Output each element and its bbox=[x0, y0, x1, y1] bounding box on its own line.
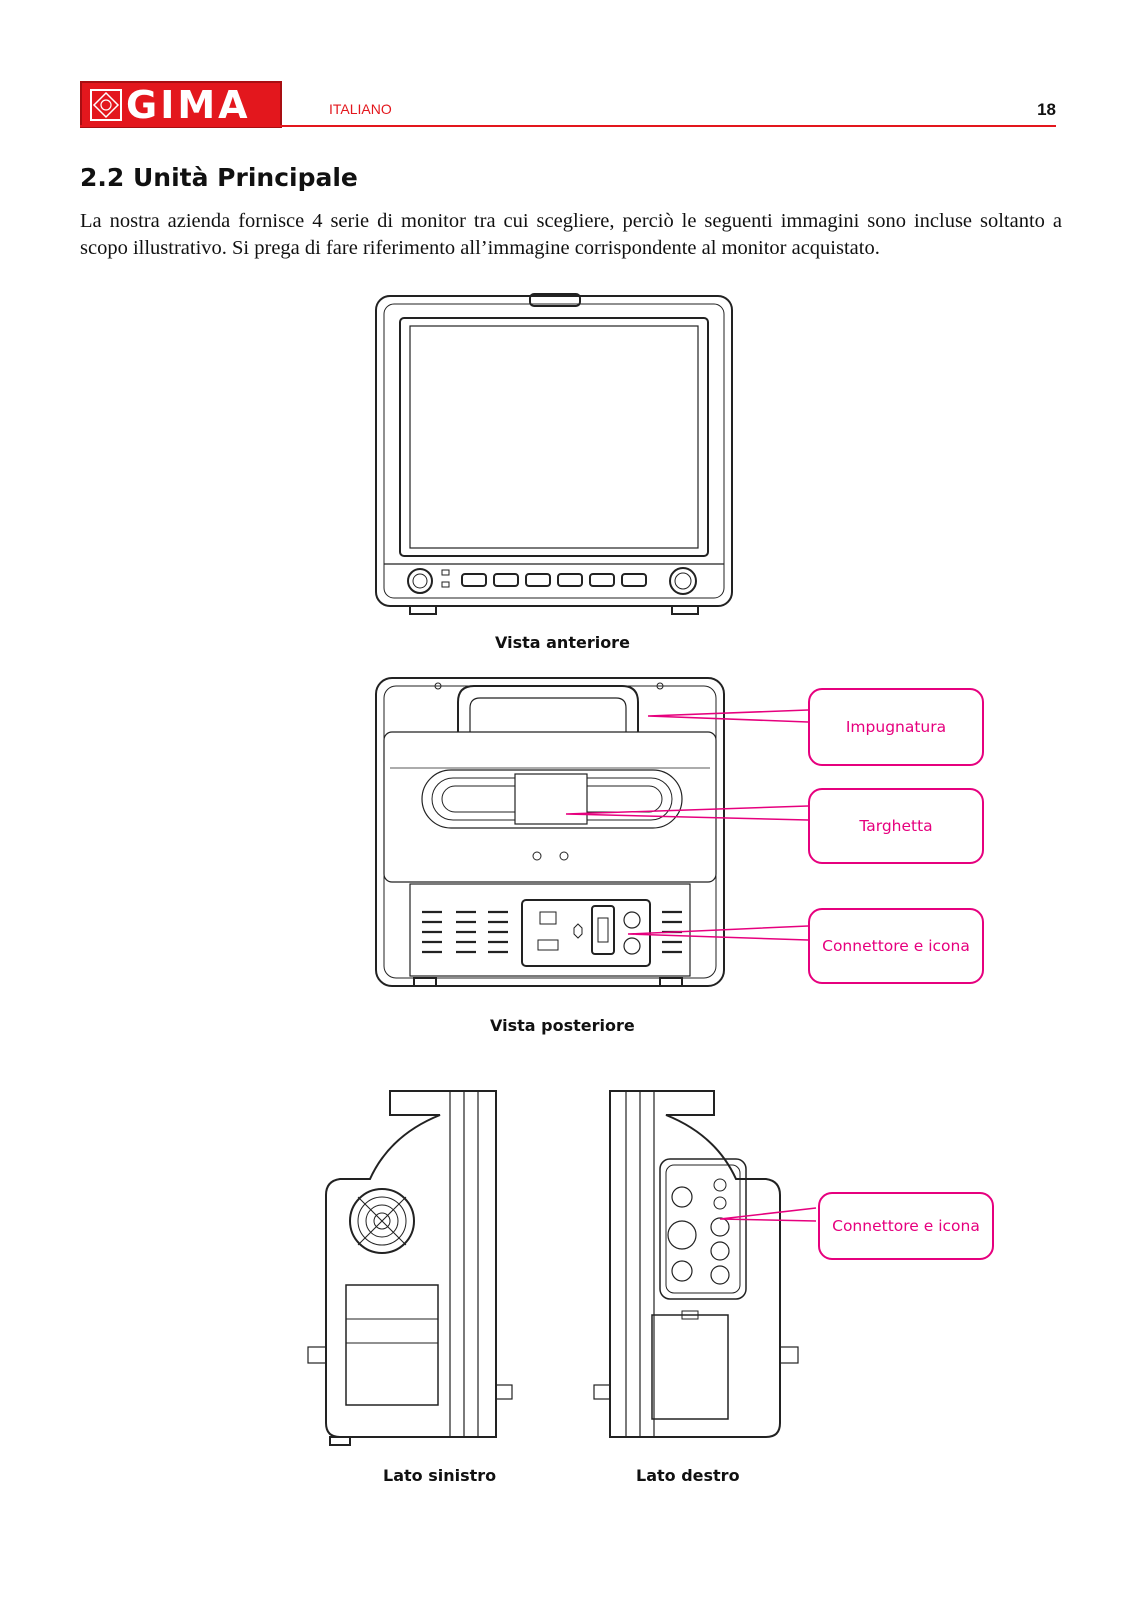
right-side-caption: Lato destro bbox=[636, 1466, 740, 1485]
gima-logo: GIMA bbox=[80, 81, 282, 128]
rear-view-illustration bbox=[375, 677, 809, 987]
header-rule bbox=[80, 125, 1056, 127]
rear-view-caption: Vista posteriore bbox=[490, 1016, 635, 1035]
front-view-illustration bbox=[375, 293, 733, 615]
left-side-caption: Lato sinistro bbox=[383, 1466, 497, 1485]
language-label: ITALIANO bbox=[329, 101, 392, 117]
left-side-illustration bbox=[307, 1090, 513, 1446]
right-side-illustration bbox=[593, 1090, 817, 1438]
front-view-caption: Vista anteriore bbox=[495, 633, 630, 652]
callout-handle: Impugnatura bbox=[808, 688, 984, 766]
section-paragraph: La nostra azienda fornisce 4 serie di mo… bbox=[80, 210, 1062, 259]
callout-nameplate: Targhetta bbox=[808, 788, 984, 864]
page-number: 18 bbox=[1037, 100, 1056, 119]
callout-side-connector: Connettore e icona bbox=[818, 1192, 994, 1260]
section-title: 2.2 Unità Principale bbox=[80, 163, 358, 192]
brand-name: GIMA bbox=[126, 83, 251, 127]
callout-rear-connector: Connettore e icona bbox=[808, 908, 984, 984]
gima-badge-icon bbox=[90, 89, 122, 121]
